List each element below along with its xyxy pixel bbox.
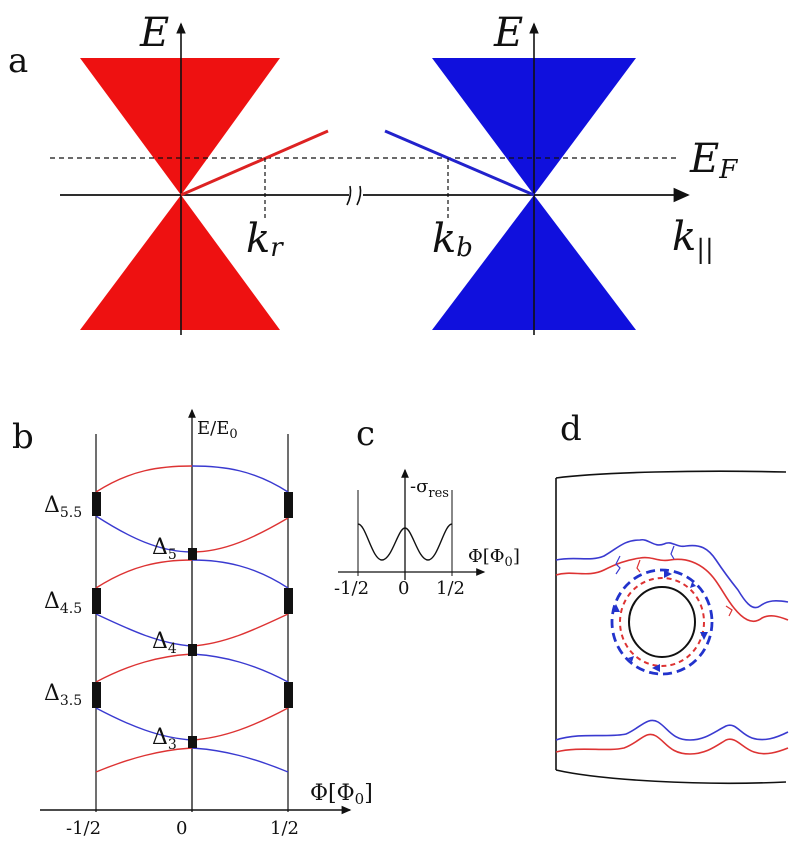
circulation-arrows bbox=[612, 570, 708, 672]
energy-label-right: E bbox=[493, 10, 523, 56]
blue-dispersion bbox=[384, 129, 535, 197]
resistance-curve bbox=[357, 523, 453, 561]
edge-state-blue-lower bbox=[555, 719, 789, 741]
edge-wiggle bbox=[636, 559, 641, 573]
edge-wiggle bbox=[725, 605, 733, 617]
gap-marker bbox=[284, 588, 293, 614]
band-curve-blue bbox=[191, 653, 289, 683]
edge-state-blue-upper bbox=[555, 538, 789, 609]
band-curve-red bbox=[191, 707, 289, 741]
gap-label-4.5: Δ4.5 bbox=[44, 589, 82, 617]
gap-marker bbox=[188, 736, 197, 748]
tick-label-c: -1/2 bbox=[334, 578, 369, 599]
circulation-arrow bbox=[700, 632, 708, 640]
band-curve-blue bbox=[95, 515, 193, 553]
gap-marker bbox=[284, 682, 293, 708]
flux-axis-label-c: Φ[Φ0] bbox=[468, 546, 520, 570]
band-curve-blue bbox=[191, 465, 289, 493]
kr-label: kr bbox=[246, 216, 284, 263]
cylinder-top-edge bbox=[555, 470, 787, 479]
gap-marker bbox=[284, 492, 293, 518]
circulation-arrow bbox=[652, 664, 660, 672]
band-curve-red bbox=[95, 747, 193, 773]
gap-label-5.5: Δ5.5 bbox=[44, 493, 82, 521]
gap-label-3: Δ3 bbox=[152, 725, 177, 753]
circulation-arrow bbox=[628, 656, 634, 662]
hole-inner-red bbox=[619, 577, 705, 667]
red-cone-lower bbox=[80, 195, 280, 330]
band-curve-red bbox=[191, 517, 289, 553]
gap-markers bbox=[92, 492, 293, 748]
panel-b: b bbox=[12, 408, 373, 839]
tick-label-c: 1/2 bbox=[436, 578, 465, 599]
gap-label-5: Δ5 bbox=[152, 535, 177, 563]
axis-break bbox=[346, 185, 362, 206]
panel-b-label: b bbox=[12, 417, 34, 457]
circulation-arrow bbox=[664, 570, 672, 578]
kb-label: kb bbox=[432, 216, 473, 263]
tick-label-b: 1/2 bbox=[270, 818, 299, 839]
band-curve-blue bbox=[191, 747, 289, 773]
gap-marker bbox=[188, 644, 197, 656]
band-curve-blue bbox=[95, 707, 193, 741]
gap-marker bbox=[188, 548, 197, 560]
red-cone-upper bbox=[80, 58, 280, 195]
tick-label-c: 0 bbox=[398, 578, 409, 599]
energy-axis-label-b: E/E0 bbox=[197, 418, 238, 442]
hole-outer-blue bbox=[610, 568, 714, 676]
circulation-arrow bbox=[690, 582, 696, 588]
band-curve-red bbox=[95, 653, 193, 683]
panel-a: a E E EF kr kb k|| bbox=[8, 10, 738, 335]
energy-label-left: E bbox=[139, 10, 169, 56]
fermi-label: EF bbox=[689, 136, 738, 185]
edge-wiggle bbox=[670, 545, 675, 560]
band-curve-blue bbox=[95, 613, 193, 647]
red-dispersion bbox=[180, 129, 329, 197]
hole bbox=[628, 586, 696, 658]
panel-d: d bbox=[555, 409, 789, 785]
edge-wiggle bbox=[615, 555, 621, 575]
panel-c-label: c bbox=[356, 414, 375, 454]
panel-d-label: d bbox=[560, 409, 582, 449]
gap-marker bbox=[92, 588, 101, 614]
band-curve-red bbox=[95, 465, 193, 493]
gap-label-3.5: Δ3.5 bbox=[44, 681, 82, 709]
gap-marker bbox=[92, 492, 101, 516]
tick-label-b: 0 bbox=[176, 818, 187, 839]
gap-marker bbox=[92, 682, 101, 708]
edge-state-red-upper bbox=[555, 556, 789, 623]
k-parallel-label: k|| bbox=[672, 214, 714, 265]
panel-c: c -σres Φ[Φ0] -1/2 0 1/2 bbox=[334, 414, 520, 599]
flux-axis-label-b: Φ[Φ0] bbox=[310, 781, 373, 808]
band-curve-blue bbox=[191, 559, 289, 589]
panel-a-label: a bbox=[8, 41, 28, 81]
edge-state-red-lower bbox=[555, 733, 789, 755]
tick-label-b: -1/2 bbox=[66, 818, 101, 839]
sigma-axis-label: -σres bbox=[410, 476, 449, 501]
band-curve-red bbox=[191, 613, 289, 647]
band-curve-red bbox=[95, 559, 193, 589]
gap-label-4: Δ4 bbox=[152, 629, 177, 657]
circulation-arrow bbox=[612, 604, 620, 612]
cylinder-bottom-edge bbox=[555, 769, 787, 785]
band-curves bbox=[95, 465, 289, 773]
